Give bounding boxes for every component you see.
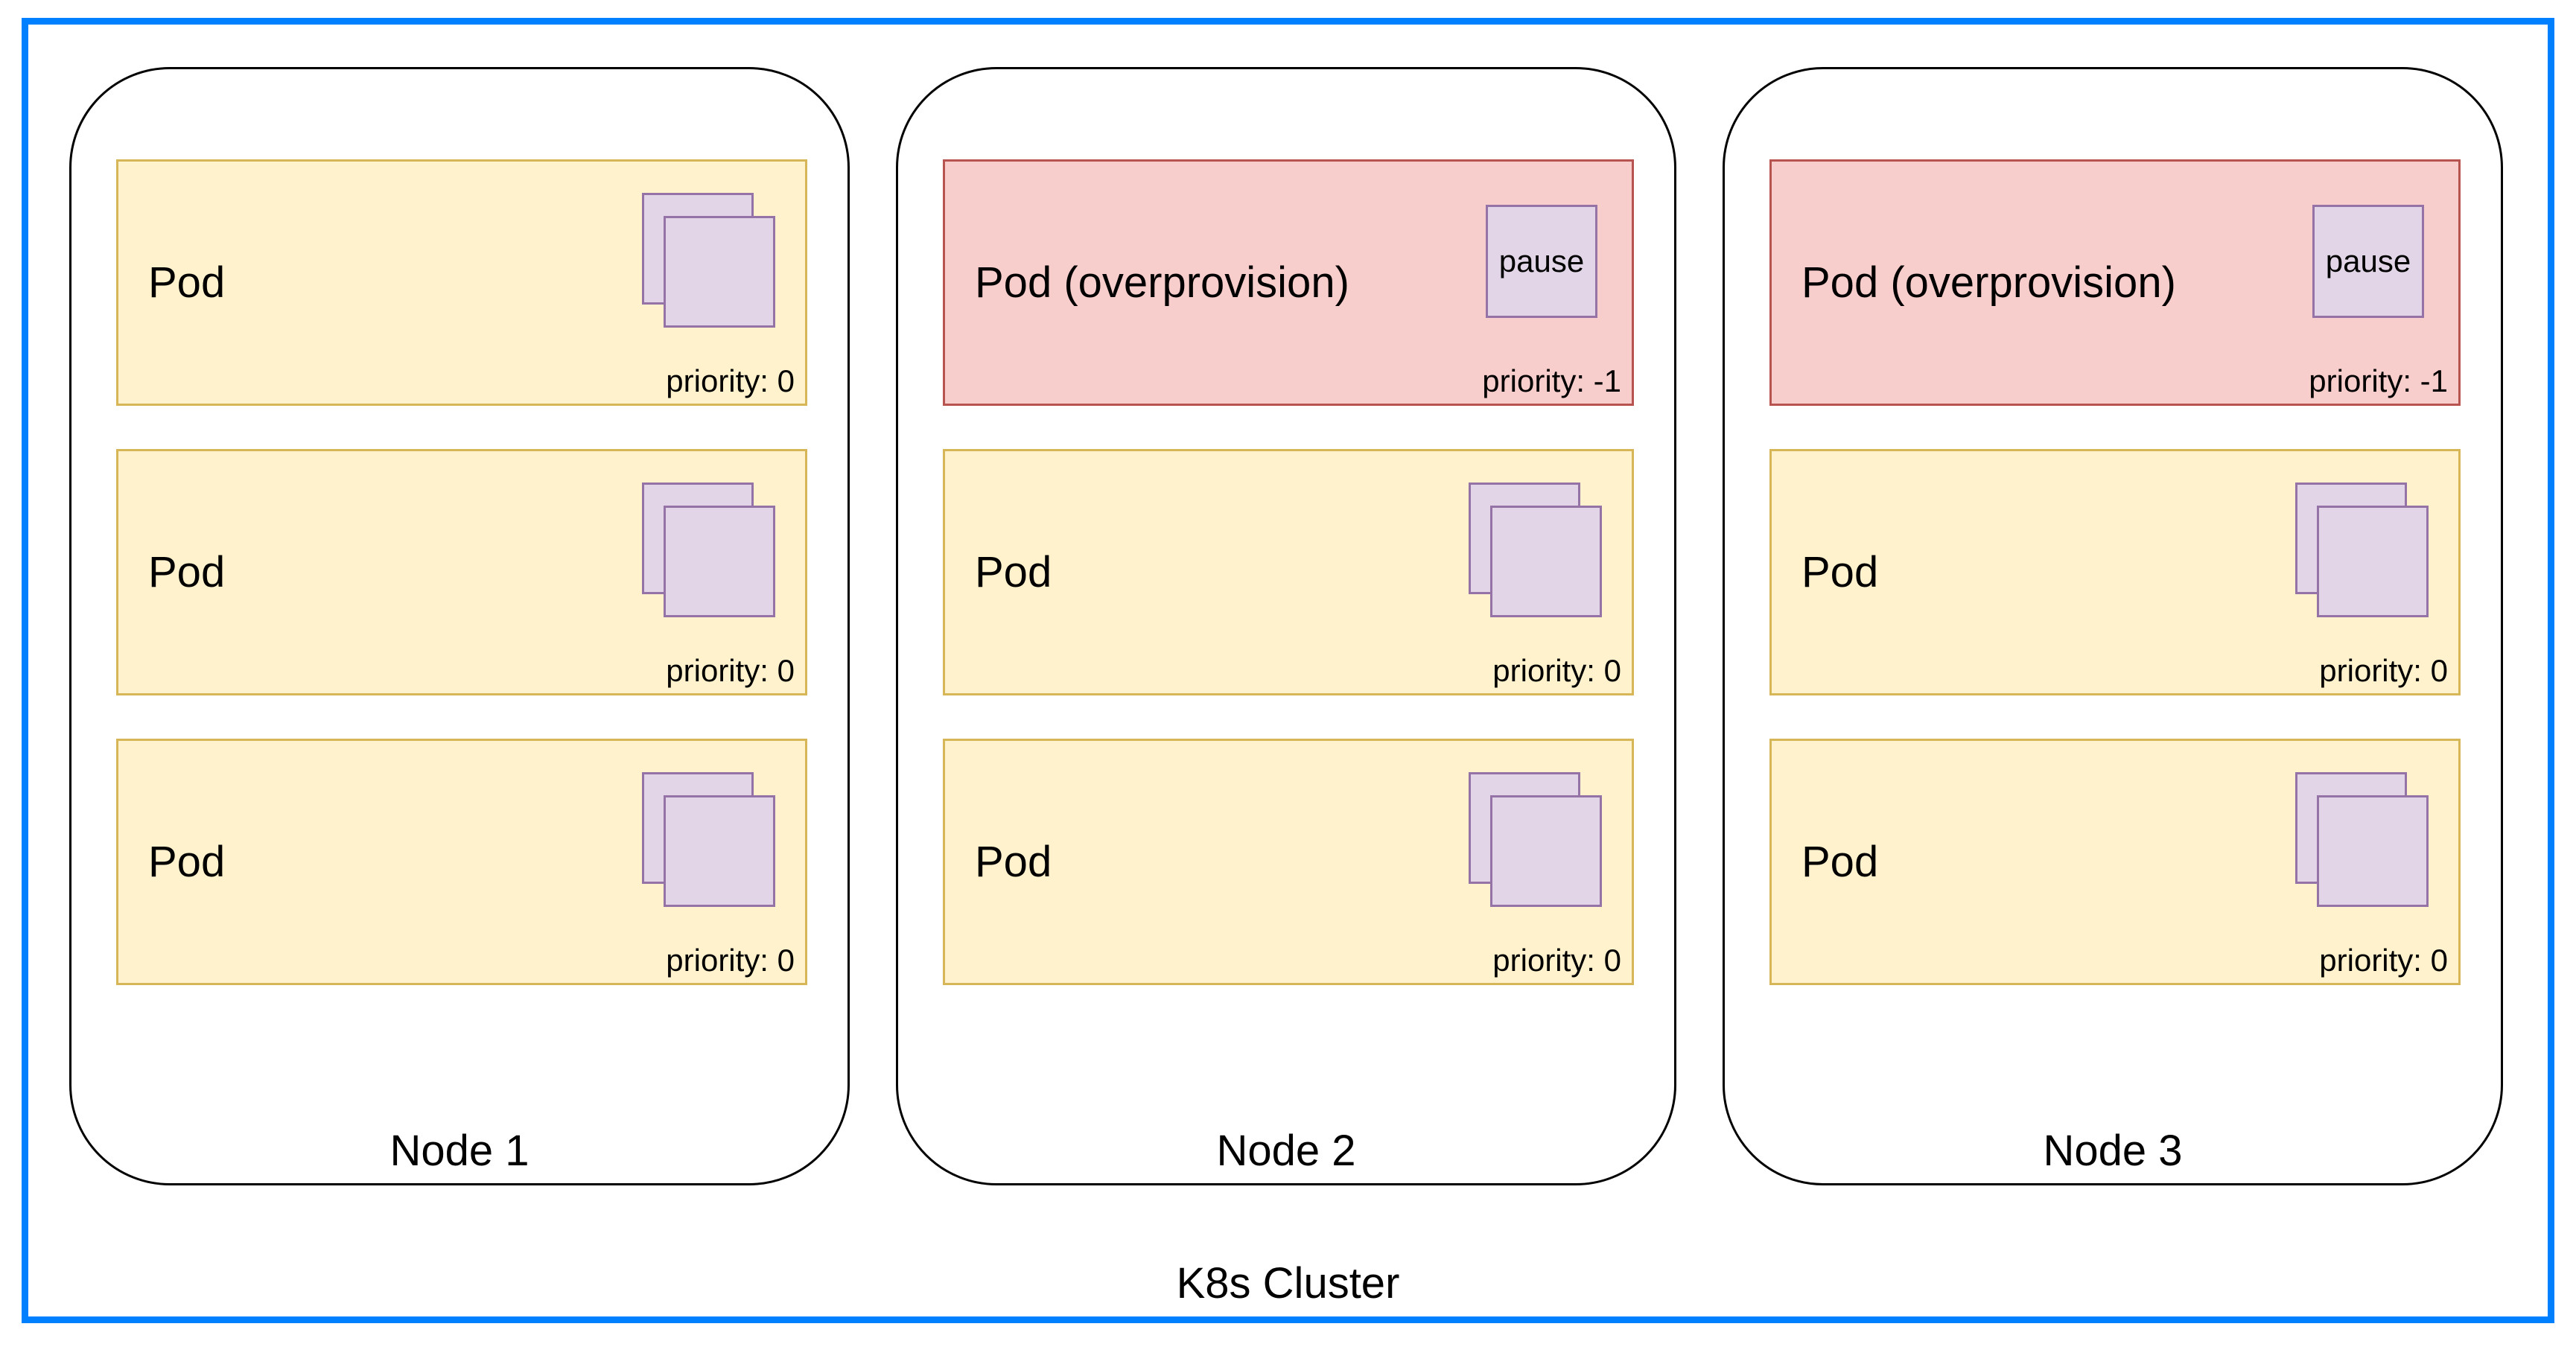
pod-label: Pod xyxy=(1801,837,1879,886)
pod-label: Pod (overprovision) xyxy=(1801,258,2176,307)
stacked-containers-icon xyxy=(642,772,775,907)
pod-label: Pod xyxy=(1801,547,1879,596)
node-2: Pod (overprovision) priority: -1 pause P… xyxy=(896,67,1676,1185)
pod: Pod priority: 0 xyxy=(943,449,1634,695)
pause-container-icon: pause xyxy=(2312,205,2424,318)
stacked-containers-icon xyxy=(2295,772,2429,907)
container-square-front-icon xyxy=(664,216,775,328)
pod-priority-label: priority: 0 xyxy=(1492,942,1621,978)
stacked-containers-icon xyxy=(642,193,775,328)
pod: Pod priority: 0 xyxy=(116,449,807,695)
nodes-row: Pod priority: 0 Pod priority: 0 Pod prio… xyxy=(69,67,2503,1185)
node-label: Node 1 xyxy=(389,1127,529,1176)
pod-priority-label: priority: 0 xyxy=(666,652,795,688)
pod-priority-label: priority: -1 xyxy=(2309,363,2448,398)
stacked-containers-icon xyxy=(2295,483,2429,617)
pod: Pod priority: 0 xyxy=(1769,739,2461,985)
stacked-containers-icon xyxy=(1469,483,1602,617)
stacked-containers-icon xyxy=(1469,772,1602,907)
pod-label: Pod xyxy=(975,547,1052,596)
pod-label: Pod xyxy=(975,837,1052,886)
pod-priority-label: priority: 0 xyxy=(2319,652,2448,688)
stacked-containers-icon xyxy=(642,483,775,617)
node-pods: Pod priority: 0 Pod priority: 0 Pod prio… xyxy=(116,159,807,985)
cluster-label: K8s Cluster xyxy=(1176,1259,1400,1308)
node-label: Node 3 xyxy=(2043,1127,2183,1176)
k8s-cluster-boundary: Pod priority: 0 Pod priority: 0 Pod prio… xyxy=(22,18,2554,1323)
node-label: Node 2 xyxy=(1216,1127,1356,1176)
pod: Pod priority: 0 xyxy=(116,159,807,406)
node-3: Pod (overprovision) priority: -1 pause P… xyxy=(1723,67,2503,1185)
node-pods: Pod (overprovision) priority: -1 pause P… xyxy=(1769,159,2461,985)
pod-label: Pod (overprovision) xyxy=(975,258,1349,307)
pod-priority-label: priority: 0 xyxy=(666,942,795,978)
pod-label: Pod xyxy=(148,547,226,596)
pod-overprovision: Pod (overprovision) priority: -1 pause xyxy=(1769,159,2461,406)
pod-priority-label: priority: -1 xyxy=(1482,363,1621,398)
container-square-front-icon xyxy=(664,795,775,907)
pod-overprovision: Pod (overprovision) priority: -1 pause xyxy=(943,159,1634,406)
container-square-front-icon xyxy=(1490,506,1602,617)
container-square-front-icon xyxy=(664,506,775,617)
node-1: Pod priority: 0 Pod priority: 0 Pod prio… xyxy=(69,67,850,1185)
pod-label: Pod xyxy=(148,837,226,886)
pod: Pod priority: 0 xyxy=(116,739,807,985)
node-pods: Pod (overprovision) priority: -1 pause P… xyxy=(943,159,1634,985)
pause-container-icon: pause xyxy=(1486,205,1597,318)
pod-priority-label: priority: 0 xyxy=(1492,652,1621,688)
pod-label: Pod xyxy=(148,258,226,307)
pause-label: pause xyxy=(2325,243,2411,278)
pod-priority-label: priority: 0 xyxy=(2319,942,2448,978)
pod: Pod priority: 0 xyxy=(1769,449,2461,695)
container-square-front-icon xyxy=(2317,506,2429,617)
pod-priority-label: priority: 0 xyxy=(666,363,795,398)
container-square-front-icon xyxy=(1490,795,1602,907)
pause-label: pause xyxy=(1498,243,1585,278)
pod: Pod priority: 0 xyxy=(943,739,1634,985)
container-square-front-icon xyxy=(2317,795,2429,907)
